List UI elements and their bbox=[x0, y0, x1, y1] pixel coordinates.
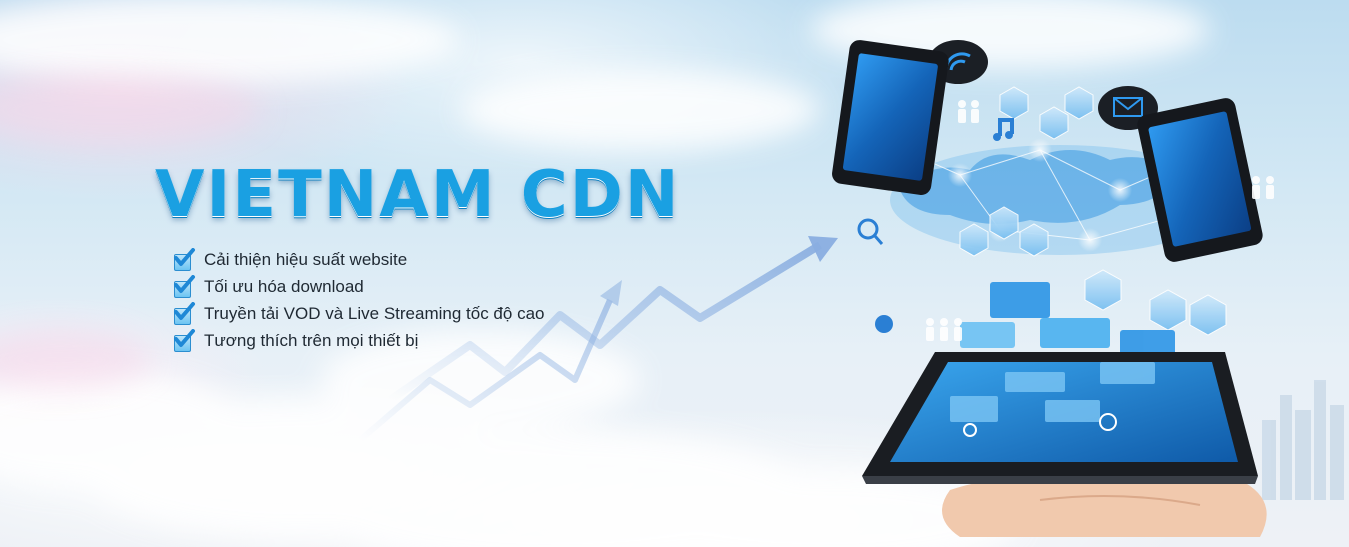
feature-list: Cải thiện hiệu suất website Tối ưu hóa d… bbox=[172, 246, 544, 354]
list-item: Cải thiện hiệu suất website bbox=[172, 246, 544, 273]
phone-device-icon bbox=[832, 40, 949, 195]
checkmark-icon bbox=[172, 247, 195, 271]
music-note-icon bbox=[993, 118, 1014, 141]
tablet-device-icon bbox=[862, 352, 1258, 484]
hand-icon bbox=[942, 475, 1267, 537]
list-item: Tối ưu hóa download bbox=[172, 273, 544, 300]
list-item: Tương thích trên mọi thiết bị bbox=[172, 327, 544, 354]
city-skyline-icon bbox=[1262, 380, 1344, 500]
feature-text: Truyền tải VOD và Live Streaming tốc độ … bbox=[204, 303, 545, 323]
checkmark-icon bbox=[172, 274, 195, 298]
feature-text: Cải thiện hiệu suất website bbox=[204, 249, 408, 269]
checkmark-icon bbox=[172, 328, 195, 352]
feature-text: Tương thích trên mọi thiết bị bbox=[204, 330, 419, 350]
search-icon bbox=[857, 218, 893, 333]
checkmark-icon bbox=[172, 301, 195, 325]
feature-text: Tối ưu hóa download bbox=[204, 276, 364, 296]
person-icon bbox=[926, 100, 1274, 341]
page-title: VIETNAM CDN bbox=[155, 158, 681, 232]
list-item: Truyền tải VOD và Live Streaming tốc độ … bbox=[172, 300, 544, 327]
